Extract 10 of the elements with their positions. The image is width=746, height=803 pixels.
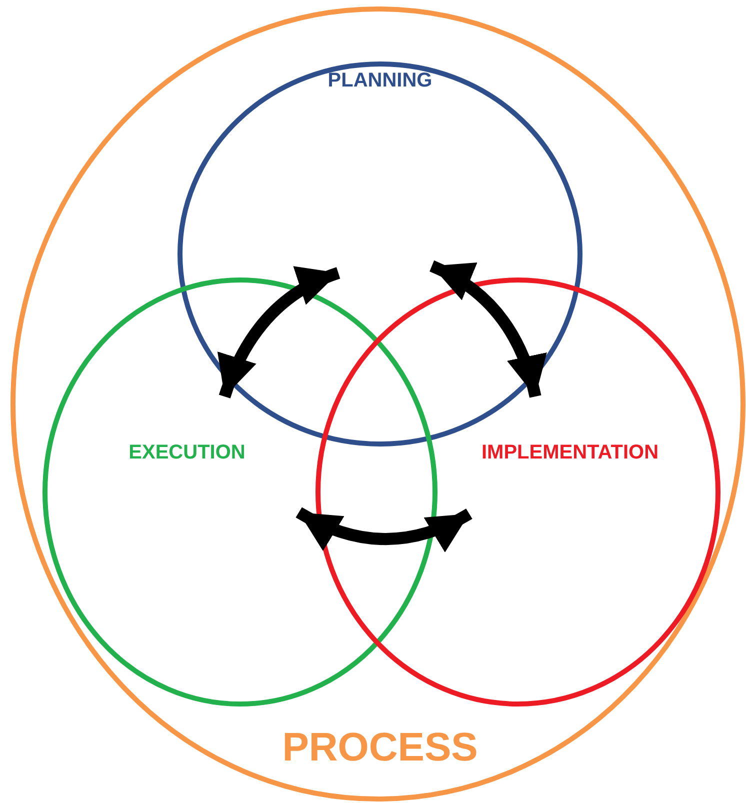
- venn-circle: [40, 275, 440, 709]
- curved-arrow: [218, 267, 340, 399]
- curved-arrow: [296, 507, 472, 552]
- outer-ellipse: [8, 4, 746, 803]
- circle-label: EXECUTION: [128, 442, 246, 464]
- circle-label: IMPLEMENTATION: [481, 442, 659, 464]
- venn-circle: [313, 275, 723, 709]
- curved-arrow: [429, 260, 546, 398]
- diagram-heading: PROCESS: [282, 726, 478, 770]
- circle-label: PLANNING: [328, 70, 432, 92]
